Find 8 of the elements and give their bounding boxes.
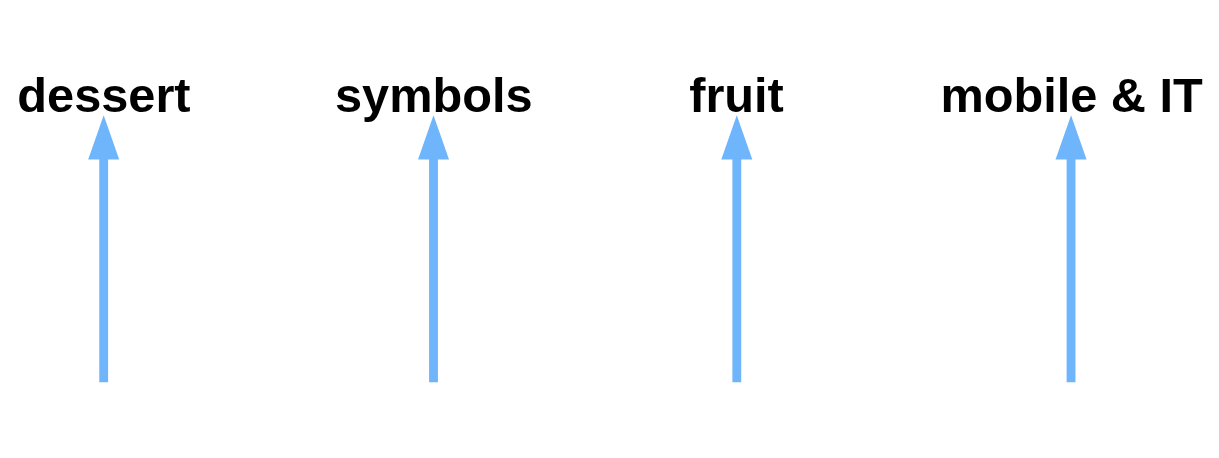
arrow: [1055, 114, 1087, 382]
node-text: dessert: [17, 67, 191, 122]
node-text: fruit: [689, 67, 784, 122]
node-text: symbols: [335, 67, 533, 122]
arrow: [418, 114, 450, 382]
arrow: [721, 114, 753, 382]
node-text: mobile & IT: [940, 67, 1203, 122]
arrow: [88, 114, 120, 382]
